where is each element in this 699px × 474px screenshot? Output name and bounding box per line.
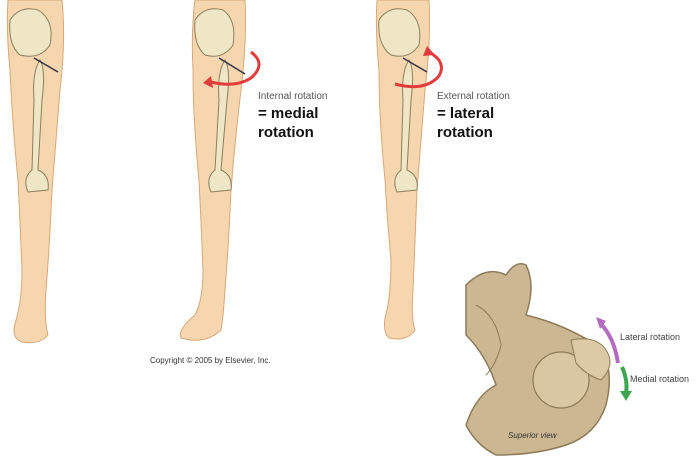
leg-neutral bbox=[6, 0, 65, 344]
external-caption-small: External rotation bbox=[437, 91, 510, 102]
rotation-arrow-external bbox=[394, 50, 443, 89]
femoral-neck bbox=[570, 338, 611, 381]
internal-caption-bold-2: rotation bbox=[258, 124, 314, 141]
pelvis-bone bbox=[465, 263, 611, 456]
hip-bone bbox=[194, 8, 235, 57]
lateral-rotation-label: Lateral rotation bbox=[620, 332, 681, 342]
rotation-arrowhead bbox=[423, 46, 435, 56]
rotation-arrow-internal bbox=[210, 50, 261, 86]
medial-rotation-label: Medial rotation bbox=[630, 374, 690, 384]
femur bbox=[25, 59, 49, 193]
external-caption-bold-2: rotation bbox=[437, 124, 493, 141]
internal-caption-small: Internal rotation bbox=[258, 91, 328, 102]
hip-bone bbox=[378, 8, 421, 57]
pelvis-superior-view bbox=[465, 263, 632, 456]
copyright-text: Copyright © 2005 by Elsevier, Inc. bbox=[150, 356, 271, 365]
leg-internal-rotation bbox=[179, 0, 261, 341]
rotation-arrowhead bbox=[203, 76, 213, 88]
internal-caption-bold-1: = medial bbox=[258, 105, 319, 122]
ligament-line bbox=[33, 57, 59, 73]
ligament-line bbox=[402, 57, 428, 73]
hip-bone bbox=[9, 8, 52, 57]
medial-rotation-arrow bbox=[620, 366, 629, 394]
lateral-arrowhead bbox=[596, 317, 606, 329]
femur bbox=[208, 59, 232, 193]
ligament-line bbox=[218, 57, 246, 75]
medial-arrowhead bbox=[620, 391, 632, 401]
leg-external-rotation bbox=[375, 0, 443, 340]
superior-view-label: Superior view bbox=[508, 431, 557, 440]
pelvis-shadow bbox=[475, 304, 502, 376]
external-caption-bold-1: = lateral bbox=[437, 105, 495, 122]
femoral-head bbox=[532, 351, 590, 409]
